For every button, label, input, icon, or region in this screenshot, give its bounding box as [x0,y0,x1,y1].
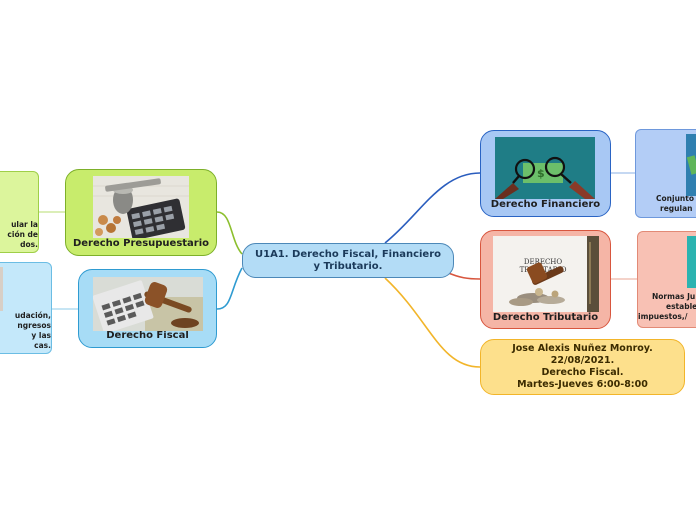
branch-label: Derecho Presupuestario [72,238,210,249]
author-name: Jose Alexis Nuñez Monroy. [512,343,653,354]
branch-label: Derecho Financiero [490,199,601,210]
branch-derecho-tributario[interactable]: DERECHO TRIBUTARIO Derecho Tributario [480,230,611,329]
gavel-coins-book-image: DERECHO TRIBUTARIO [493,236,599,312]
central-topic[interactable]: U1A1. Derecho Fiscal, Financiero y Tribu… [242,243,454,278]
svg-text:$: $ [537,167,545,180]
link-tributario [445,271,481,280]
branch-label: Derecho Fiscal [106,330,189,341]
author-course: Derecho Fiscal. [541,367,624,378]
leaf-fiscal[interactable]: udación, ngresos y las cas. [0,262,52,354]
leaf-text-line: ción de [7,230,38,239]
leaf-financiero[interactable]: Conjunto regulan [635,129,696,218]
link-fiscal [216,267,243,310]
leaf-text-line: Conjunto [656,194,694,203]
leaf-presupuestario[interactable]: ular la ción de dos. [0,171,39,253]
leaf-text-line: Normas Ju [652,292,696,301]
central-topic-title: U1A1. Derecho Fiscal, Financiero y Tribu… [254,248,442,272]
leaf-text-line: y las [31,331,51,340]
leaf-text-line: ular la [11,220,38,229]
branch-derecho-presupuestario[interactable]: Derecho Presupuestario [65,169,217,256]
leaf-text-line: dos. [20,240,38,249]
leaf-tributario[interactable]: Normas Ju establec impuestos,/ [637,231,696,328]
leaf-text-line: ngresos [17,321,51,330]
leaf-text-line: cas. [34,341,51,350]
leaf-financiero-image [686,134,696,196]
author-date: 22/08/2021. [550,355,615,366]
money-magnifying-glass-image: $ [495,137,595,199]
author-info-node[interactable]: Jose Alexis Nuñez Monroy. 22/08/2021. De… [480,339,685,395]
link-author [384,277,481,368]
leaf-text-line: udación, [14,311,51,320]
branch-label: Derecho Tributario [492,312,599,323]
calculator-gavel-money-image [93,277,203,331]
link-presupuestario [216,211,243,255]
calculator-coins-gavel-image [93,176,189,238]
leaf-text-line: establec [666,302,696,311]
leaf-text-line: impuestos,/ [638,312,688,321]
link-financiero [384,172,481,244]
leaf-text-line: regulan [660,204,693,213]
leaf-fiscal-image [0,267,3,311]
author-schedule: Martes-Jueves 6:00-8:00 [517,379,648,390]
branch-derecho-financiero[interactable]: $ Derecho Financiero [480,130,611,217]
branch-derecho-fiscal[interactable]: Derecho Fiscal [78,269,217,348]
leaf-tributario-image [687,236,696,288]
